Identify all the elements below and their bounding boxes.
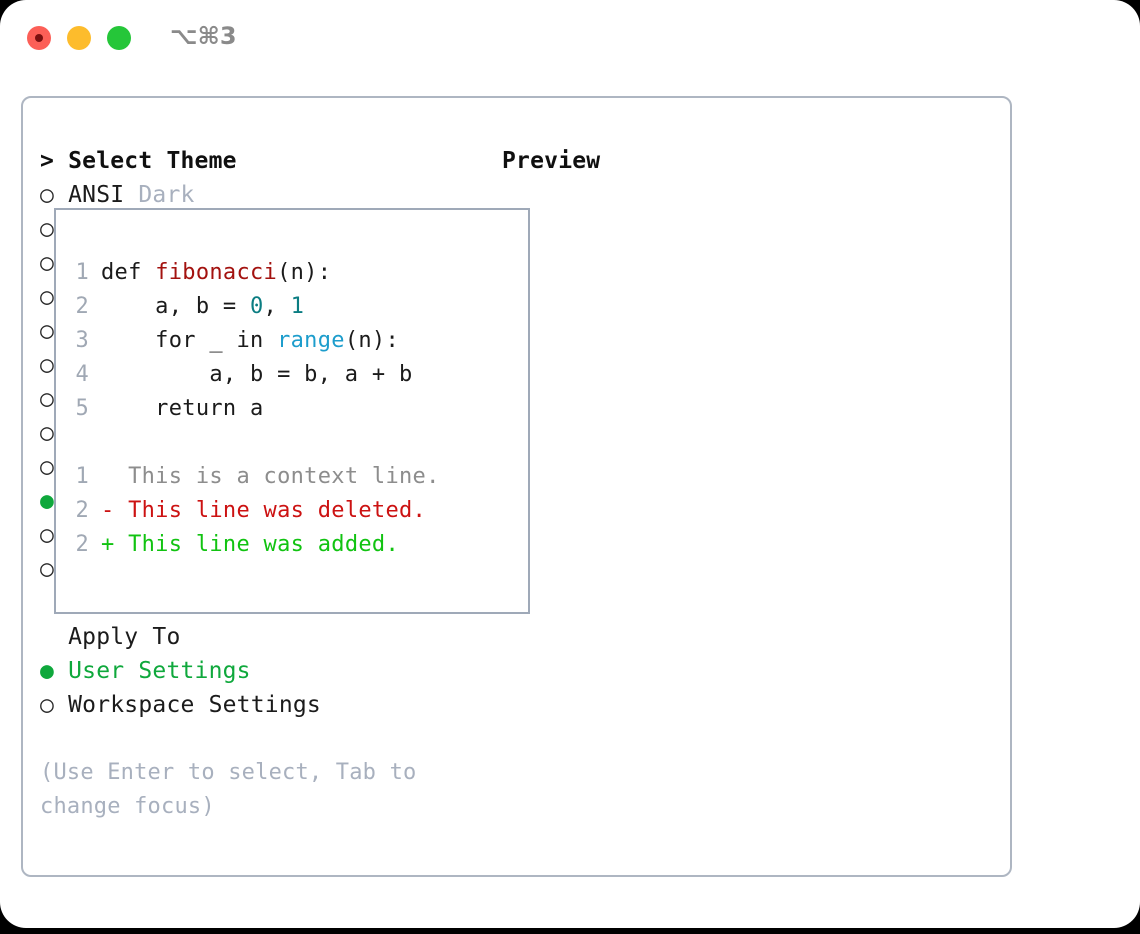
diff-line-text: + This line was added.: [101, 532, 399, 557]
code-token-plain: return a: [101, 396, 264, 421]
apply-to-list: ● User Settings○ Workspace Settings: [40, 654, 480, 722]
close-button-icon[interactable]: [27, 26, 51, 50]
code-line-number: 5: [75, 396, 89, 421]
code-diff-separator: [75, 426, 520, 460]
radio-unselected-icon: ○: [40, 318, 55, 344]
code-token-fn: fibonacci: [155, 260, 278, 285]
apply-to-option-user-settings[interactable]: ● User Settings: [40, 654, 480, 688]
radio-unselected-icon: ○: [40, 250, 55, 276]
radio-unselected-icon: ○: [40, 522, 55, 548]
apply-to-option-workspace-settings[interactable]: ○ Workspace Settings: [40, 688, 480, 722]
apply-to-title: Apply To: [68, 624, 181, 650]
code-line-number: 2: [75, 294, 89, 319]
apply-to-option-label: User Settings: [54, 658, 251, 684]
radio-unselected-icon: ○: [40, 284, 55, 310]
diff-line-ctx: 1 This is a context line.: [75, 460, 520, 494]
preview-column: Preview: [502, 144, 992, 178]
radio-unselected-icon: ○: [40, 556, 55, 582]
code-token-plain: (n):: [277, 260, 332, 285]
diff-marker: -: [101, 498, 129, 523]
theme-variant-tag: Dark: [124, 182, 195, 208]
code-token-builtin: range: [277, 328, 345, 353]
diff-line-text: This is a context line.: [101, 464, 440, 489]
code-token-num: 0: [250, 294, 264, 319]
theme-option-label: ANSI: [54, 182, 125, 208]
code-token-plain: def: [101, 260, 156, 285]
theme-option-ansi[interactable]: ○ ANSI Dark: [40, 178, 480, 212]
apply-to-heading: Apply To: [40, 620, 480, 654]
zoom-button-icon[interactable]: [107, 26, 131, 50]
apply-to-option-label: Workspace Settings: [54, 692, 321, 718]
code-line: 3 for _ in range(n):: [75, 324, 520, 358]
diff-marker: +: [101, 532, 129, 557]
title-bar: ⌥⌘3: [0, 0, 1140, 76]
diff-line-del: 2- This line was deleted.: [75, 494, 520, 528]
code-line: 2 a, b = 0, 1: [75, 290, 520, 324]
radio-selected-icon: ●: [40, 658, 55, 684]
radio-unselected-icon: ○: [40, 182, 55, 208]
code-token-plain: (n):: [344, 328, 400, 353]
code-line-number: 1: [75, 260, 89, 285]
radio-unselected-icon: ○: [40, 420, 55, 446]
window-controls: [27, 26, 131, 50]
minimize-button-icon[interactable]: [67, 26, 91, 50]
code-token-plain: a, b =: [101, 294, 250, 319]
code-token-plain: a, b = b, a + b: [101, 362, 413, 387]
main-panel: > Select Theme ○ ANSI Dark○ Atom One Dar…: [21, 96, 1012, 877]
code-line: 1 def fibonacci(n):: [75, 256, 520, 290]
diff-text: This is a context line.: [128, 464, 440, 489]
prompt-caret: >: [40, 148, 69, 174]
preview-heading: Preview: [502, 148, 601, 174]
radio-unselected-icon: ○: [40, 692, 55, 718]
diff-text: This line was added.: [128, 532, 399, 557]
keyboard-hint-text: (Use Enter to select, Tab to change focu…: [40, 760, 417, 819]
diff-text: This line was deleted.: [128, 498, 427, 523]
keyboard-shortcut-label: ⌥⌘3: [170, 22, 237, 50]
code-token-num: 1: [290, 294, 305, 319]
diff-line-add: 2 + This line was added.: [75, 528, 520, 562]
diff-line-number: 2: [75, 498, 89, 523]
diff-line-text: - This line was deleted.: [101, 498, 426, 523]
radio-unselected-icon: ○: [40, 216, 55, 242]
select-theme-heading: > Select Theme: [40, 144, 480, 178]
select-theme-title: Select Theme: [68, 148, 237, 174]
radio-unselected-icon: ○: [40, 454, 55, 480]
code-line: 5 return a: [75, 392, 520, 426]
radio-unselected-icon: ○: [40, 386, 55, 412]
diff-marker: [101, 464, 128, 489]
code-line: 4 a, b = b, a + b: [75, 358, 520, 392]
code-token-plain: ,: [263, 294, 291, 319]
radio-unselected-icon: ○: [40, 352, 55, 378]
radio-selected-icon: ●: [40, 488, 55, 514]
diff-line-number: 2: [75, 532, 89, 557]
diff-sample: 1 This is a context line.2- This line wa…: [75, 460, 520, 562]
code-line-number: 3: [75, 328, 89, 353]
code-token-plain: for _ in: [101, 328, 278, 353]
code-line-number: 4: [75, 362, 89, 387]
diff-line-number: 1: [75, 464, 89, 489]
